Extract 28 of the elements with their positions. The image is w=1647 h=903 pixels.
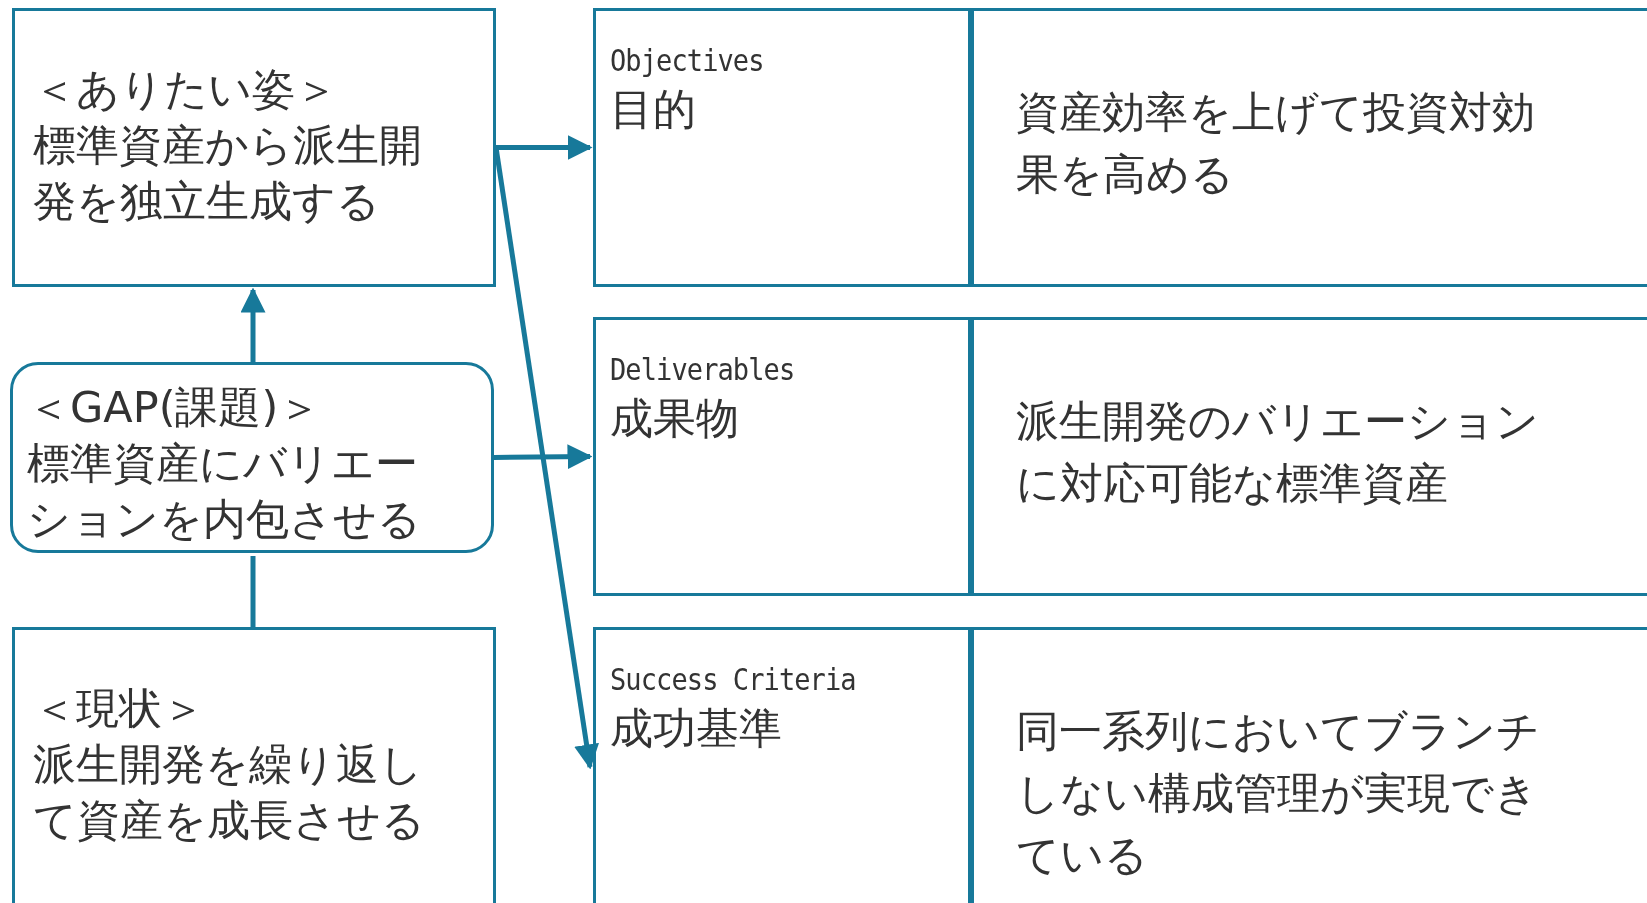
body-text: 標準資産にバリエーションを内包させる (27, 437, 422, 546)
arrow (496, 135, 593, 160)
english-label: Success Criteria (610, 661, 857, 699)
table-cell (971, 627, 1647, 903)
heading-text: ＜GAP(課題)＞ (27, 381, 323, 434)
table-cell (971, 8, 1647, 287)
body-text: 派生開発を繰り返して資産を成長させる (33, 738, 426, 847)
english-label: Objectives (610, 42, 765, 80)
arrow (240, 287, 266, 362)
connector-line (250, 556, 256, 627)
text-box (12, 627, 496, 903)
body-text: 目的 (610, 83, 697, 136)
heading-text: ＜ありたい姿＞ (33, 63, 339, 116)
body-text: 成功基準 (610, 702, 783, 755)
table-cell (971, 317, 1647, 596)
body-text: 同一系列においてブランチしない構成管理が実現できている (1016, 705, 1541, 882)
text-box (12, 8, 496, 287)
body-text: 標準資産から派生開発を独立生成する (33, 119, 423, 228)
rounded-box (10, 362, 494, 553)
body-text: 成果物 (610, 392, 740, 445)
heading-text: ＜現状＞ (33, 682, 206, 735)
table-cell (593, 317, 971, 596)
english-label: Deliverables (610, 351, 796, 389)
table-cell (593, 627, 971, 903)
arrow (493, 444, 593, 470)
body-text: 派生開発のバリエーションに対応可能な標準資産 (1016, 395, 1540, 510)
body-text: 資産効率を上げて投資対効果を高める (1016, 86, 1536, 201)
table-cell (593, 8, 971, 287)
